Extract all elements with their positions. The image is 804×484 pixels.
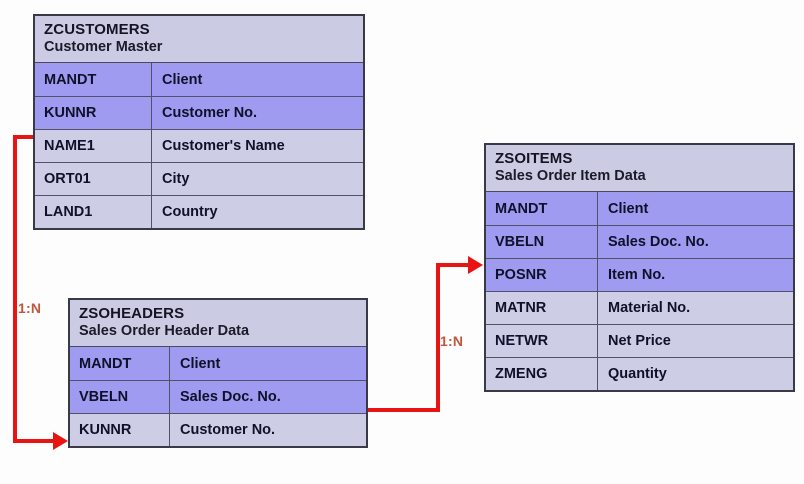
field-label: Item No.	[608, 267, 666, 283]
field-name: POSNR	[486, 259, 598, 291]
field-label: City	[162, 171, 190, 187]
field-label: Country	[162, 204, 218, 220]
field-row[interactable]: KUNNR Customer No.	[70, 413, 366, 446]
entity-zsoitems-name: ZSOITEMS	[495, 150, 573, 167]
field-row[interactable]: MATNR Material No.	[486, 291, 793, 324]
field-name: VBELN	[486, 226, 598, 258]
field-row[interactable]: LAND1 Country	[35, 195, 363, 228]
entity-zcustomers[interactable]: ZCUSTOMERS Customer Master MANDT Client …	[33, 14, 365, 230]
entity-zsoheaders-name: ZSOHEADERS	[79, 305, 185, 322]
cardinality-label-headers-items: 1:N	[440, 333, 464, 349]
field-label: Customer No.	[180, 422, 276, 438]
entity-zsoheaders-description: Sales Order Header Data	[79, 323, 250, 339]
field-row[interactable]: POSNR Item No.	[486, 258, 793, 291]
field-name: VBELN	[70, 381, 170, 413]
field-row[interactable]: MANDT Client	[70, 347, 366, 380]
field-name: LAND1	[35, 196, 152, 228]
entity-zcustomers-description: Customer Master	[44, 39, 163, 55]
field-row[interactable]: MANDT Client	[35, 63, 363, 96]
field-row[interactable]: ZMENG Quantity	[486, 357, 793, 390]
relationship-headers-items-arrowhead	[468, 256, 483, 274]
field-label: Client	[608, 200, 649, 217]
relationship-customers-headers-segment-horizontal-top	[13, 135, 35, 139]
field-name: MANDT	[70, 347, 170, 380]
entity-zsoitems-fields: MANDT Client VBELN Sales Doc. No. POSNR …	[486, 192, 793, 390]
field-label: Sales Doc. No.	[180, 389, 281, 405]
field-row[interactable]: KUNNR Customer No.	[35, 96, 363, 129]
field-row[interactable]: NAME1 Customer's Name	[35, 129, 363, 162]
field-name: MANDT	[486, 192, 598, 225]
entity-zsoitems[interactable]: ZSOITEMS Sales Order Item Data MANDT Cli…	[484, 143, 795, 392]
entity-zsoitems-header: ZSOITEMS Sales Order Item Data	[486, 145, 793, 192]
field-name: KUNNR	[35, 97, 152, 129]
field-row[interactable]: VBELN Sales Doc. No.	[486, 225, 793, 258]
field-label: Client	[180, 355, 221, 372]
entity-zsoheaders[interactable]: ZSOHEADERS Sales Order Header Data MANDT…	[68, 298, 368, 448]
relationship-customers-headers-segment-vertical	[13, 135, 17, 443]
field-name: NETWR	[486, 325, 598, 357]
field-label: Client	[162, 71, 203, 88]
field-name: MANDT	[35, 63, 152, 96]
field-label: Customer's Name	[162, 138, 285, 154]
field-row[interactable]: NETWR Net Price	[486, 324, 793, 357]
relationship-headers-items-segment-vertical	[436, 263, 440, 412]
field-label: Sales Doc. No.	[608, 234, 709, 250]
field-row[interactable]: VBELN Sales Doc. No.	[70, 380, 366, 413]
entity-zcustomers-fields: MANDT Client KUNNR Customer No. NAME1 Cu…	[35, 63, 363, 228]
field-name: ORT01	[35, 163, 152, 195]
field-name: KUNNR	[70, 414, 170, 446]
entity-zsoitems-description: Sales Order Item Data	[495, 168, 646, 184]
field-label: Material No.	[608, 300, 691, 316]
entity-zcustomers-header: ZCUSTOMERS Customer Master	[35, 16, 363, 63]
field-name: ZMENG	[486, 358, 598, 390]
field-label: Quantity	[608, 366, 667, 382]
relationship-customers-headers-segment-horizontal-bottom	[13, 439, 55, 443]
relationship-headers-items-segment-horizontal-bottom	[368, 408, 440, 412]
entity-zcustomers-name: ZCUSTOMERS	[44, 21, 150, 38]
field-label: Customer No.	[162, 105, 258, 121]
relationship-headers-items-segment-horizontal-top	[436, 263, 470, 267]
entity-zsoheaders-fields: MANDT Client VBELN Sales Doc. No. KUNNR …	[70, 347, 366, 446]
field-name: MATNR	[486, 292, 598, 324]
field-row[interactable]: MANDT Client	[486, 192, 793, 225]
field-label: Net Price	[608, 333, 671, 349]
cardinality-label-customers-headers: 1:N	[18, 300, 42, 316]
entity-zsoheaders-header: ZSOHEADERS Sales Order Header Data	[70, 300, 366, 347]
relationship-customers-headers-arrowhead	[53, 432, 68, 450]
field-row[interactable]: ORT01 City	[35, 162, 363, 195]
field-name: NAME1	[35, 130, 152, 162]
